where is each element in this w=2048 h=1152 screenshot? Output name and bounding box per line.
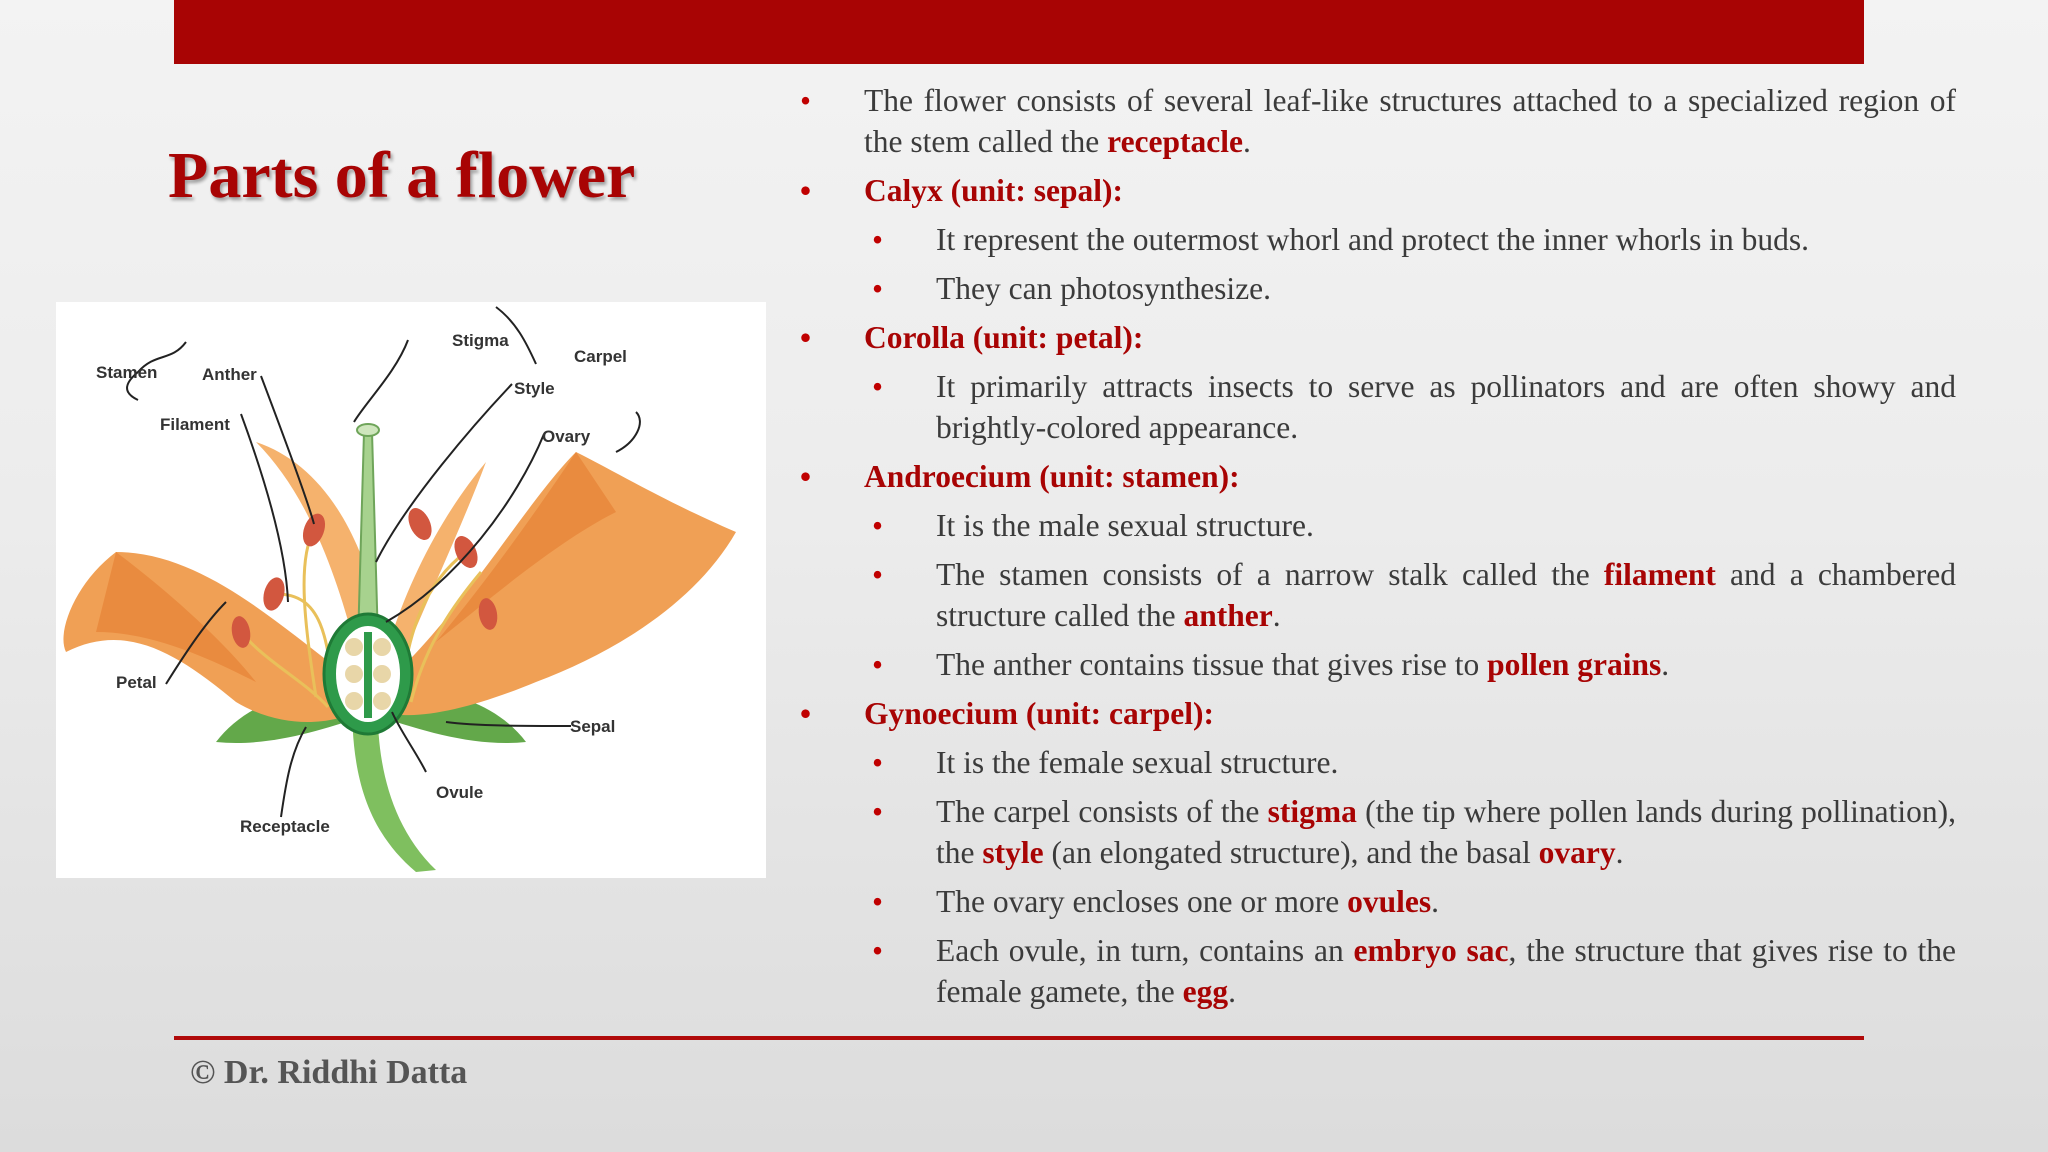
gynoecium-point-3-text-end: . [1431,884,1439,919]
bullet-marker: • [800,320,812,355]
label-filament: Filament [160,415,230,434]
corolla-point-1: • It primarily attracts insects to serve… [800,366,1956,448]
keyword-anther: anther [1183,598,1273,633]
footer-divider [174,1036,1864,1040]
androecium-point-2-text: The stamen consists of a narrow stalk ca… [936,557,1604,592]
keyword-stigma: stigma [1267,794,1357,829]
calyx-point-1-text: It represent the outermost whorl and pro… [936,222,1810,257]
gynoecium-point-2-text-mid1: (the tip where pollen lands during polli… [936,794,1957,870]
keyword-embryo-sac: embryo sac [1353,933,1509,968]
label-stigma: Stigma [452,331,509,350]
label-receptacle: Receptacle [240,817,330,836]
gynoecium-point-2-text-end: . [1615,835,1624,870]
gynoecium-point-4: • Each ovule, in turn, contains an embry… [800,930,1956,1012]
androecium-point-2: • The stamen consists of a narrow stalk … [800,554,1956,636]
keyword-ovary: ovary [1538,835,1616,870]
keyword-ovules: ovules [1347,884,1432,919]
bullet-marker: • [872,271,884,306]
androecium-point-1: • It is the male sexual structure. [800,505,1956,546]
label-sepal: Sepal [570,717,615,736]
bullet-marker: • [872,222,884,257]
gynoecium-point-1-text: It is the female sexual structure. [936,745,1339,780]
heading-androecium: • Androecium (unit: stamen): [800,456,1956,497]
bullet-marker: • [800,459,812,494]
gynoecium-point-2: • The carpel consists of the stigma (the… [800,791,1956,873]
calyx-point-2-text: They can photosynthesize. [936,271,1272,306]
bullet-marker: • [872,745,884,780]
flower-diagram-svg: Stamen Anther Filament Stigma Carpel Sty… [63,306,736,872]
bullet-marker: • [872,557,884,592]
gynoecium-point-1: • It is the female sexual structure. [800,742,1956,783]
keyword-filament: filament [1603,557,1716,592]
corolla-point-1-text: It primarily attracts insects to serve a… [936,369,1956,445]
heading-gynoecium: • Gynoecium (unit: carpel): [800,693,1956,734]
androecium-point-3: • The anther contains tissue that gives … [800,644,1956,685]
calyx-point-2: • They can photosynthesize. [800,268,1956,309]
androecium-point-3-text-end: . [1661,647,1670,682]
androecium-point-2-text-end: . [1272,598,1281,633]
slide-title: Parts of a flower [168,139,636,212]
label-petal: Petal [116,673,157,692]
label-ovule: Ovule [436,783,483,802]
gynoecium-point-4-text: Each ovule, in turn, contains an [936,933,1354,968]
keyword-receptacle: receptacle [1107,124,1243,159]
label-anther: Anther [202,365,257,384]
top-accent-bar [174,0,1864,64]
footer-credit: © Dr. Riddhi Datta [190,1054,468,1091]
keyword-egg: egg [1182,974,1229,1009]
bullet-marker: • [800,173,812,208]
androecium-point-2-text-mid: and a chambered structure called the [936,557,1956,633]
bullet-marker: • [872,794,884,829]
label-carpel: Carpel [574,347,627,366]
bullet-marker: • [872,647,884,682]
content-bullets: • The flower consists of several leaf-li… [800,80,1956,1020]
gynoecium-point-3: • The ovary encloses one or more ovules. [800,881,1956,922]
label-ovary: Ovary [542,427,591,446]
gynoecium-point-4-text-mid: , the structure that gives rise to the f… [936,933,1956,1009]
bullet-marker: • [872,508,884,543]
flower-diagram: Stamen Anther Filament Stigma Carpel Sty… [56,302,766,878]
gynoecium-point-2-text-mid2: (an elongated structure), and the basal [1043,835,1539,870]
intro-text: The flower consists of several leaf-like… [864,83,1956,159]
corolla-heading-text: Corolla (unit: petal): [864,320,1144,355]
bullet-intro: • The flower consists of several leaf-li… [800,80,1956,162]
androecium-point-3-text: The anther contains tissue that gives ri… [936,647,1488,682]
bullet-marker: • [872,369,884,404]
label-stamen: Stamen [96,363,157,382]
androecium-point-1-text: It is the male sexual structure. [936,508,1314,543]
gynoecium-heading-text: Gynoecium (unit: carpel): [864,696,1214,731]
heading-corolla: • Corolla (unit: petal): [800,317,1956,358]
calyx-heading-text: Calyx (unit: sepal): [864,173,1123,208]
keyword-style: style [982,835,1044,870]
bullet-marker: • [872,884,884,919]
bullet-marker: • [800,83,812,118]
bullet-marker: • [800,696,812,731]
bullet-marker: • [872,933,884,968]
intro-text-end: . [1243,124,1251,159]
gynoecium-point-2-text: The carpel consists of the [936,794,1268,829]
calyx-point-1: • It represent the outermost whorl and p… [800,219,1956,260]
gynoecium-point-4-text-end: . [1228,974,1236,1009]
heading-calyx: • Calyx (unit: sepal): [800,170,1956,211]
androecium-heading-text: Androecium (unit: stamen): [864,459,1240,494]
keyword-pollen-grains: pollen grains [1487,647,1662,682]
label-style: Style [514,379,555,398]
gynoecium-point-3-text: The ovary encloses one or more [936,884,1348,919]
